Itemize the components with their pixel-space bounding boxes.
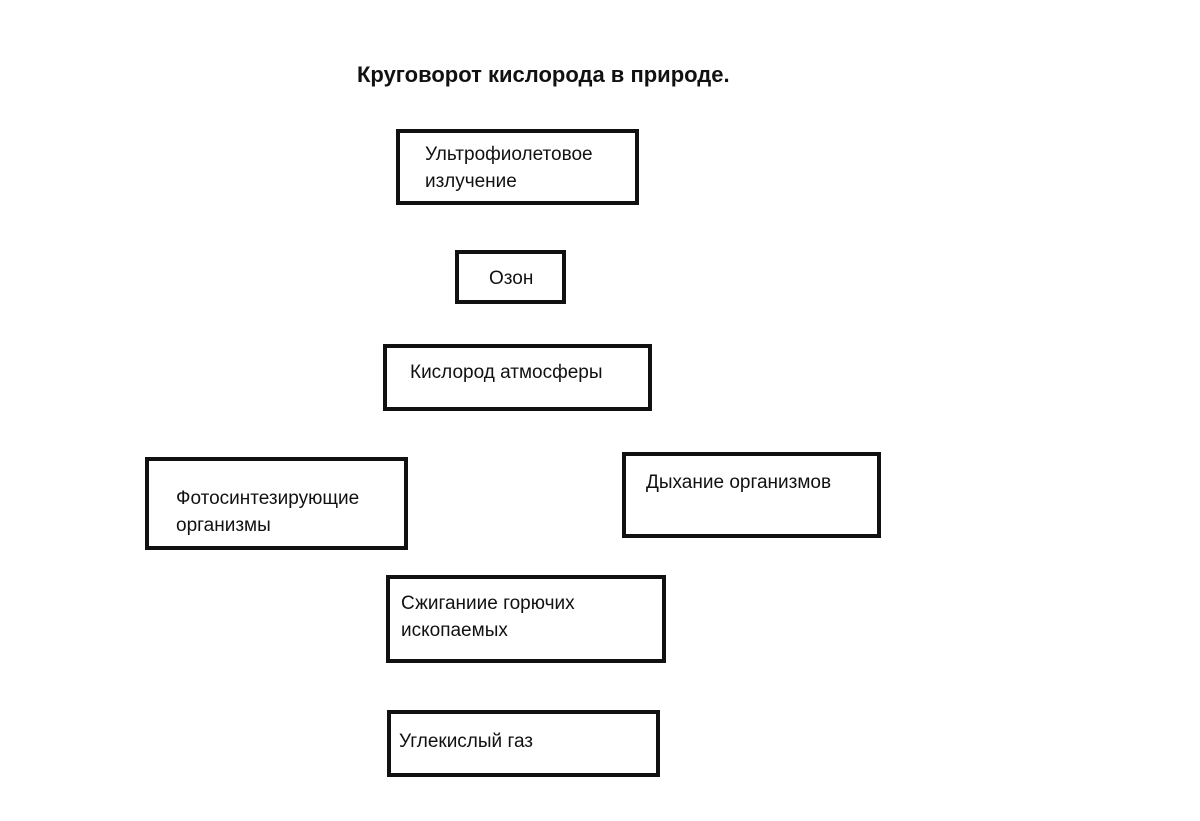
organism-respiration-box: Дыхание организмов [622,452,881,538]
fossil-fuel-burning-box: Сжиганиие горючих ископаемых [386,575,666,663]
photosynthetic-organisms-box: Фотосинтезирующие организмы [145,457,408,550]
diagram-title: Круговорот кислорода в природе. [357,62,730,87]
organism-respiration-label: Дыхание организмов [646,472,832,493]
ozone-box: Озон [455,250,566,304]
carbon-dioxide-box: Углекислый газ [387,710,660,777]
photosynthetic-organisms-label: Фотосинтезирующие организмы [176,488,360,536]
atmospheric-oxygen-label: Кислород атмосферы [410,362,603,383]
ozone-label: Озон [489,268,534,289]
carbon-dioxide-label: Углекислый газ [399,731,534,752]
uv-radiation-box: Ультрофиолетовое излучение [396,129,639,205]
fossil-fuel-burning-label: Сжиганиие горючих ископаемых [401,593,575,641]
uv-radiation-label: Ультрофиолетовое излучение [425,144,593,192]
atmospheric-oxygen-box: Кислород атмосферы [383,344,652,411]
